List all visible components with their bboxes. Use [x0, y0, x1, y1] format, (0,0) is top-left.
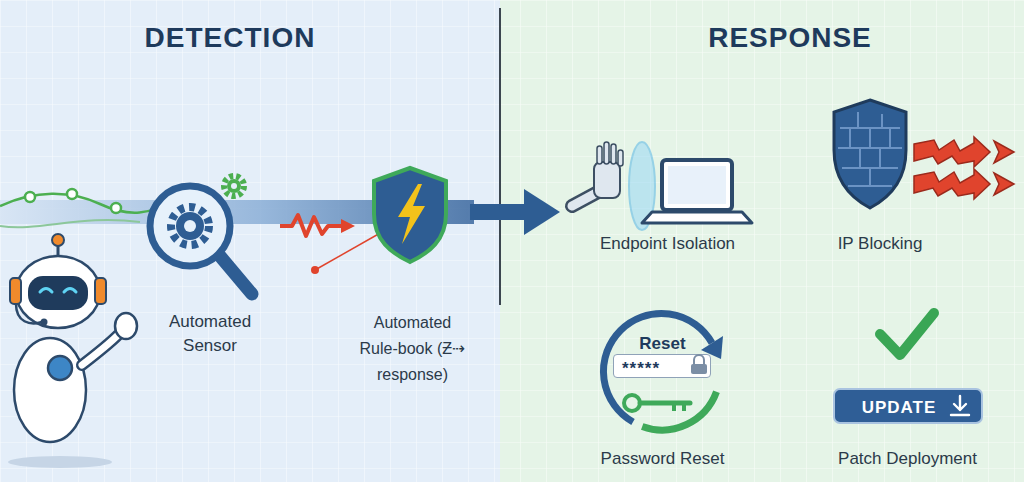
icon-label: Reset: [575, 333, 750, 354]
response-action: Patch Deployment UPDATE: [825, 300, 990, 475]
button-label: UPDATE: [849, 397, 949, 418]
response-action: Endpoint Isolation: [560, 120, 775, 260]
section-heading: RESPONSE: [640, 20, 940, 55]
node-label: IP Blocking: [790, 233, 970, 254]
node-label: Password Reset: [575, 448, 750, 469]
response-action: IP Blocking: [790, 110, 970, 260]
sensor-node: Automated Sensor: [140, 180, 280, 365]
rulebook-node: Automated Rule-book (Ƶ⇢ response): [355, 160, 470, 395]
node-label: Endpoint Isolation: [560, 233, 775, 254]
update-button: UPDATE: [833, 388, 983, 424]
node-label: Automated Rule-book (Ƶ⇢ response): [356, 310, 469, 388]
password-field: *****: [613, 354, 711, 378]
section-heading: DETECTION: [0, 20, 460, 55]
section-band: RESPONSE Endpoint Isolation IP BlockingRes…: [500, 0, 1024, 482]
section-band: DETECTION Automated Sensor Automated Rule-…: [0, 0, 500, 482]
node-label: Automated Sensor: [155, 310, 265, 358]
node-label: Patch Deployment: [825, 448, 990, 469]
masked-password: *****: [622, 358, 692, 379]
response-action: ResetPassword Reset *****: [575, 300, 750, 475]
